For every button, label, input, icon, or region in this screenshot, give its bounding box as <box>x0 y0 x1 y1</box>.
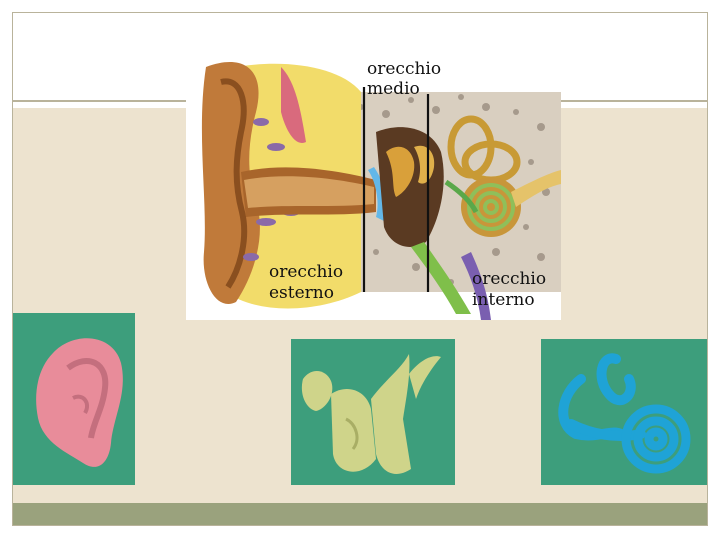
vestibule <box>444 179 479 214</box>
photo-inner-ear-model <box>541 339 707 485</box>
auditory-nerve <box>511 170 561 207</box>
incus <box>414 145 435 184</box>
pinna-fold <box>220 78 248 289</box>
ossicles-model <box>301 354 441 474</box>
label-middle-ear-line2: medio <box>367 79 420 99</box>
pink-tissue <box>281 67 306 143</box>
photo-middle-ear-model <box>291 339 455 485</box>
photo-outer-ear-model <box>13 313 135 485</box>
ear-anatomy-diagram <box>186 52 561 320</box>
slide-frame <box>12 12 708 526</box>
cochlea-model <box>558 353 691 474</box>
malleus <box>386 146 415 197</box>
ear-illustration <box>201 62 561 320</box>
pinna-model <box>36 338 123 467</box>
label-inner-ear-line2: interno <box>472 290 535 310</box>
label-middle-ear-line1: orecchio <box>367 59 442 79</box>
cochlea-spiral <box>467 183 515 231</box>
label-inner-ear-line1: orecchio <box>472 269 547 289</box>
eustachian-tube <box>411 242 471 314</box>
label-outer-ear-line2: esterno <box>269 283 334 303</box>
ear-canal-inner <box>244 176 374 208</box>
footer-bar <box>13 503 707 525</box>
label-outer-ear-line1: orecchio <box>269 262 344 282</box>
vein <box>461 252 491 320</box>
